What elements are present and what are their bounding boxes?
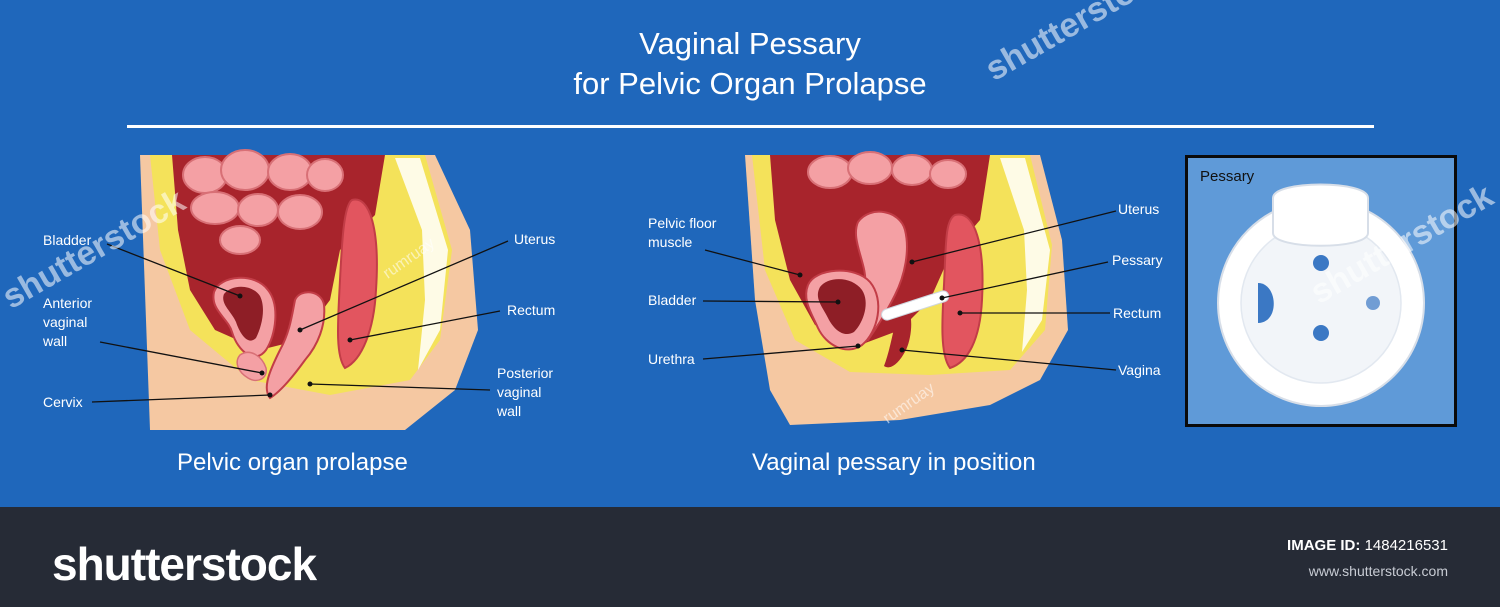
label-rectum-right: Rectum	[1113, 305, 1162, 321]
page-title: Vaginal Pessary for Pelvic Organ Prolaps…	[0, 24, 1500, 104]
pessary-hole-bottom	[1313, 325, 1329, 341]
image-id-label: IMAGE ID:	[1287, 537, 1361, 554]
label-bladder-left: Bladder	[43, 232, 92, 248]
footer-brand-logo: shutterstock	[52, 538, 317, 590]
right-bladder-inner	[817, 279, 866, 335]
left-rectum	[337, 198, 378, 370]
anatomy-illustrations	[91, 149, 1117, 430]
label-uterus-left: Uterus	[514, 231, 556, 247]
prolapse-diagram	[91, 149, 509, 430]
right-intestine	[807, 151, 967, 189]
left-intestine	[182, 149, 344, 255]
label-posterior-vaginal-wall: Posterior vaginal wall	[497, 365, 554, 419]
illustration-area: Vaginal Pessary for Pelvic Organ Prolaps…	[0, 0, 1500, 507]
label-pessary: Pessary	[1112, 252, 1163, 268]
right-pessary-device	[881, 290, 950, 321]
pessary-inset-title: Pessary	[1200, 168, 1255, 185]
footer-image-id: IMAGE ID: 1484216531	[1287, 537, 1448, 554]
right-leader-lines	[702, 210, 1117, 371]
label-uterus-right: Uterus	[1118, 201, 1160, 217]
title-divider	[127, 125, 1374, 128]
pessary-hole-left	[1258, 283, 1274, 323]
caption-pelvic-organ-prolapse: Pelvic organ prolapse	[177, 449, 408, 476]
left-leader-dots	[237, 293, 353, 398]
label-pelvic-floor-muscle: Pelvic floor muscle	[648, 215, 717, 250]
pessary-hole-right	[1366, 296, 1380, 310]
footer-site-url: www.shutterstock.com	[1308, 563, 1448, 579]
left-prolapse-tissue	[236, 351, 267, 382]
caption-vaginal-pessary-in-position: Vaginal pessary in position	[752, 449, 1036, 476]
left-uterus	[265, 291, 326, 400]
image-id-value: 1484216531	[1364, 537, 1448, 554]
label-urethra: Urethra	[648, 351, 695, 367]
pessary-ring-illustration	[1217, 183, 1425, 407]
pessary-hole-top	[1313, 255, 1329, 271]
label-bladder-right: Bladder	[648, 292, 697, 308]
title-line-1: Vaginal Pessary	[639, 26, 861, 61]
right-leader-dots	[797, 259, 963, 353]
label-anterior-vaginal-wall: Anterior vaginal wall	[43, 295, 93, 349]
left-spine	[395, 158, 448, 370]
left-bladder-inner	[223, 286, 263, 341]
footer-bar: shutterstock IMAGE ID: 1484216531 www.sh…	[0, 507, 1500, 607]
pessary-position-diagram	[702, 151, 1117, 425]
right-rectum	[941, 213, 984, 370]
label-rectum-left: Rectum	[507, 302, 556, 318]
label-cervix: Cervix	[43, 394, 83, 410]
right-spine	[1000, 158, 1050, 352]
label-vagina: Vagina	[1118, 362, 1161, 378]
pessary-inset: Pessary	[1185, 155, 1457, 427]
title-line-2: for Pelvic Organ Prolapse	[573, 66, 927, 101]
left-leader-lines	[91, 240, 509, 403]
pessary-knob	[1272, 183, 1369, 247]
